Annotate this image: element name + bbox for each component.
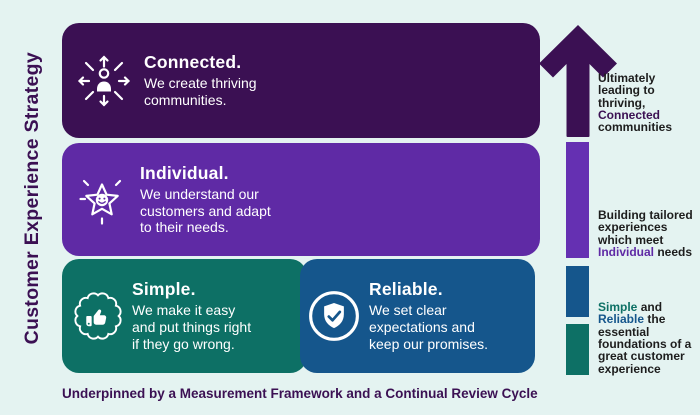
reliable-text: Reliable. We set clear expectations and … [369,279,488,352]
upward-arrow-icon [538,25,618,137]
note-line: great customer [598,349,685,364]
note-line: experiences [598,220,668,235]
person-network-icon [74,52,134,110]
simple-title: Simple. [132,279,196,300]
note-line: Building tailored [598,208,693,222]
note-line: foundations of a [598,337,692,352]
reliable-body: We set clear expectations and keep our p… [369,302,489,352]
note-line: experience [598,361,661,376]
note-line: Individual needs [598,245,693,260]
reliable-box: Reliable. We set clear expectations and … [300,259,535,373]
vertical-title-container: Customer Experience Strategy [8,23,56,373]
individual-text: Individual. We understand our customers … [140,163,271,236]
connected-text: Connected. We create thriving communitie… [144,52,257,109]
arrow-segment-individual [566,142,589,258]
shield-check-icon [307,289,361,343]
note-line: which meet [598,232,664,247]
vertical-title: Customer Experience Strategy [20,51,43,345]
individual-body: We understand our customers and adapt to… [140,185,271,236]
note-line: Simple and [598,300,663,314]
note-line: Connected [598,108,661,123]
connected-box: Connected. We create thriving communitie… [62,23,540,138]
simple-box: Simple. We make it easy and put things r… [62,259,307,373]
arrow-segment-reliable [566,266,589,317]
note-line: communities [598,120,673,135]
thumbs-up-badge-icon [73,291,123,341]
note-line: leading to [598,83,655,98]
connected-title: Connected. [144,52,242,73]
note-line: thriving, [598,95,646,110]
footer-caption: Underpinned by a Measurement Framework a… [62,386,538,401]
note-line: Reliable the [598,312,666,327]
simple-body: We make it easy and put things right if … [132,302,252,352]
individual-title: Individual. [140,162,229,183]
note-line: Ultimately [598,71,656,85]
note-line: essential [598,324,650,339]
arrow-segment-simple [566,324,589,375]
connected-body: We create thriving communities. [144,75,257,108]
star-face-icon [74,172,130,228]
individual-box: Individual. We understand our customers … [62,143,540,256]
reliable-title: Reliable. [369,279,443,300]
simple-text: Simple. We make it easy and put things r… [132,279,251,352]
